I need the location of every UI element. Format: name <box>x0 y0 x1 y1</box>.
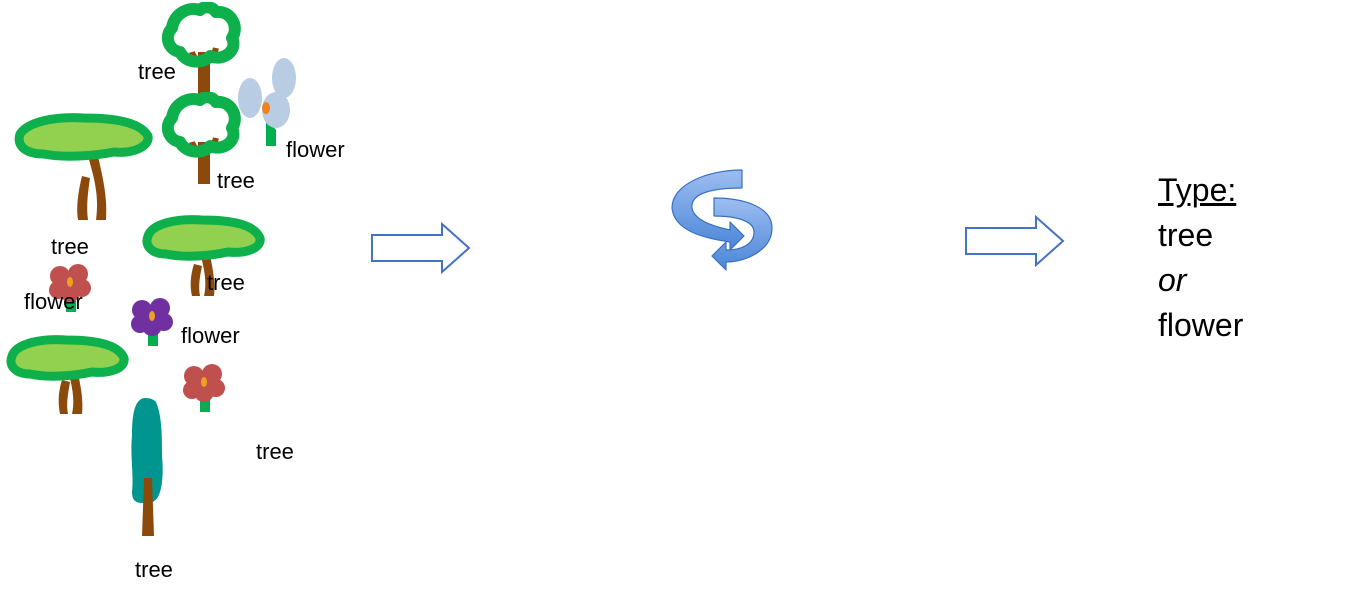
flower-icon <box>131 298 173 346</box>
flower-icon <box>183 364 225 412</box>
item-label: tree <box>256 439 294 464</box>
output-heading: Type: <box>1158 172 1237 208</box>
item-label: tree <box>51 234 89 259</box>
item-label: flower <box>24 289 83 314</box>
right-arrow-icon <box>371 222 471 274</box>
item-label: tree <box>138 59 176 84</box>
output-type: Type: tree or flower <box>1158 168 1243 348</box>
output-option-flower: flower <box>1158 307 1244 343</box>
tree-icon <box>14 113 153 220</box>
item-label: flower <box>181 323 240 348</box>
item-label: tree <box>135 557 173 582</box>
output-connector: or <box>1158 262 1187 298</box>
item-label: tree <box>217 168 255 193</box>
flower-icon <box>238 58 296 146</box>
tree-icon <box>6 335 129 414</box>
output-option-tree: tree <box>1158 217 1214 253</box>
right-arrow-icon <box>965 215 1065 267</box>
flower-icon <box>49 264 91 312</box>
item-label: flower <box>286 137 345 162</box>
tree-icon <box>131 398 163 536</box>
tree-icon <box>161 2 241 94</box>
tree-icon <box>161 92 241 184</box>
cycle-arrows-icon <box>671 169 773 271</box>
tree-icon <box>142 215 265 296</box>
item-label: tree <box>207 270 245 295</box>
